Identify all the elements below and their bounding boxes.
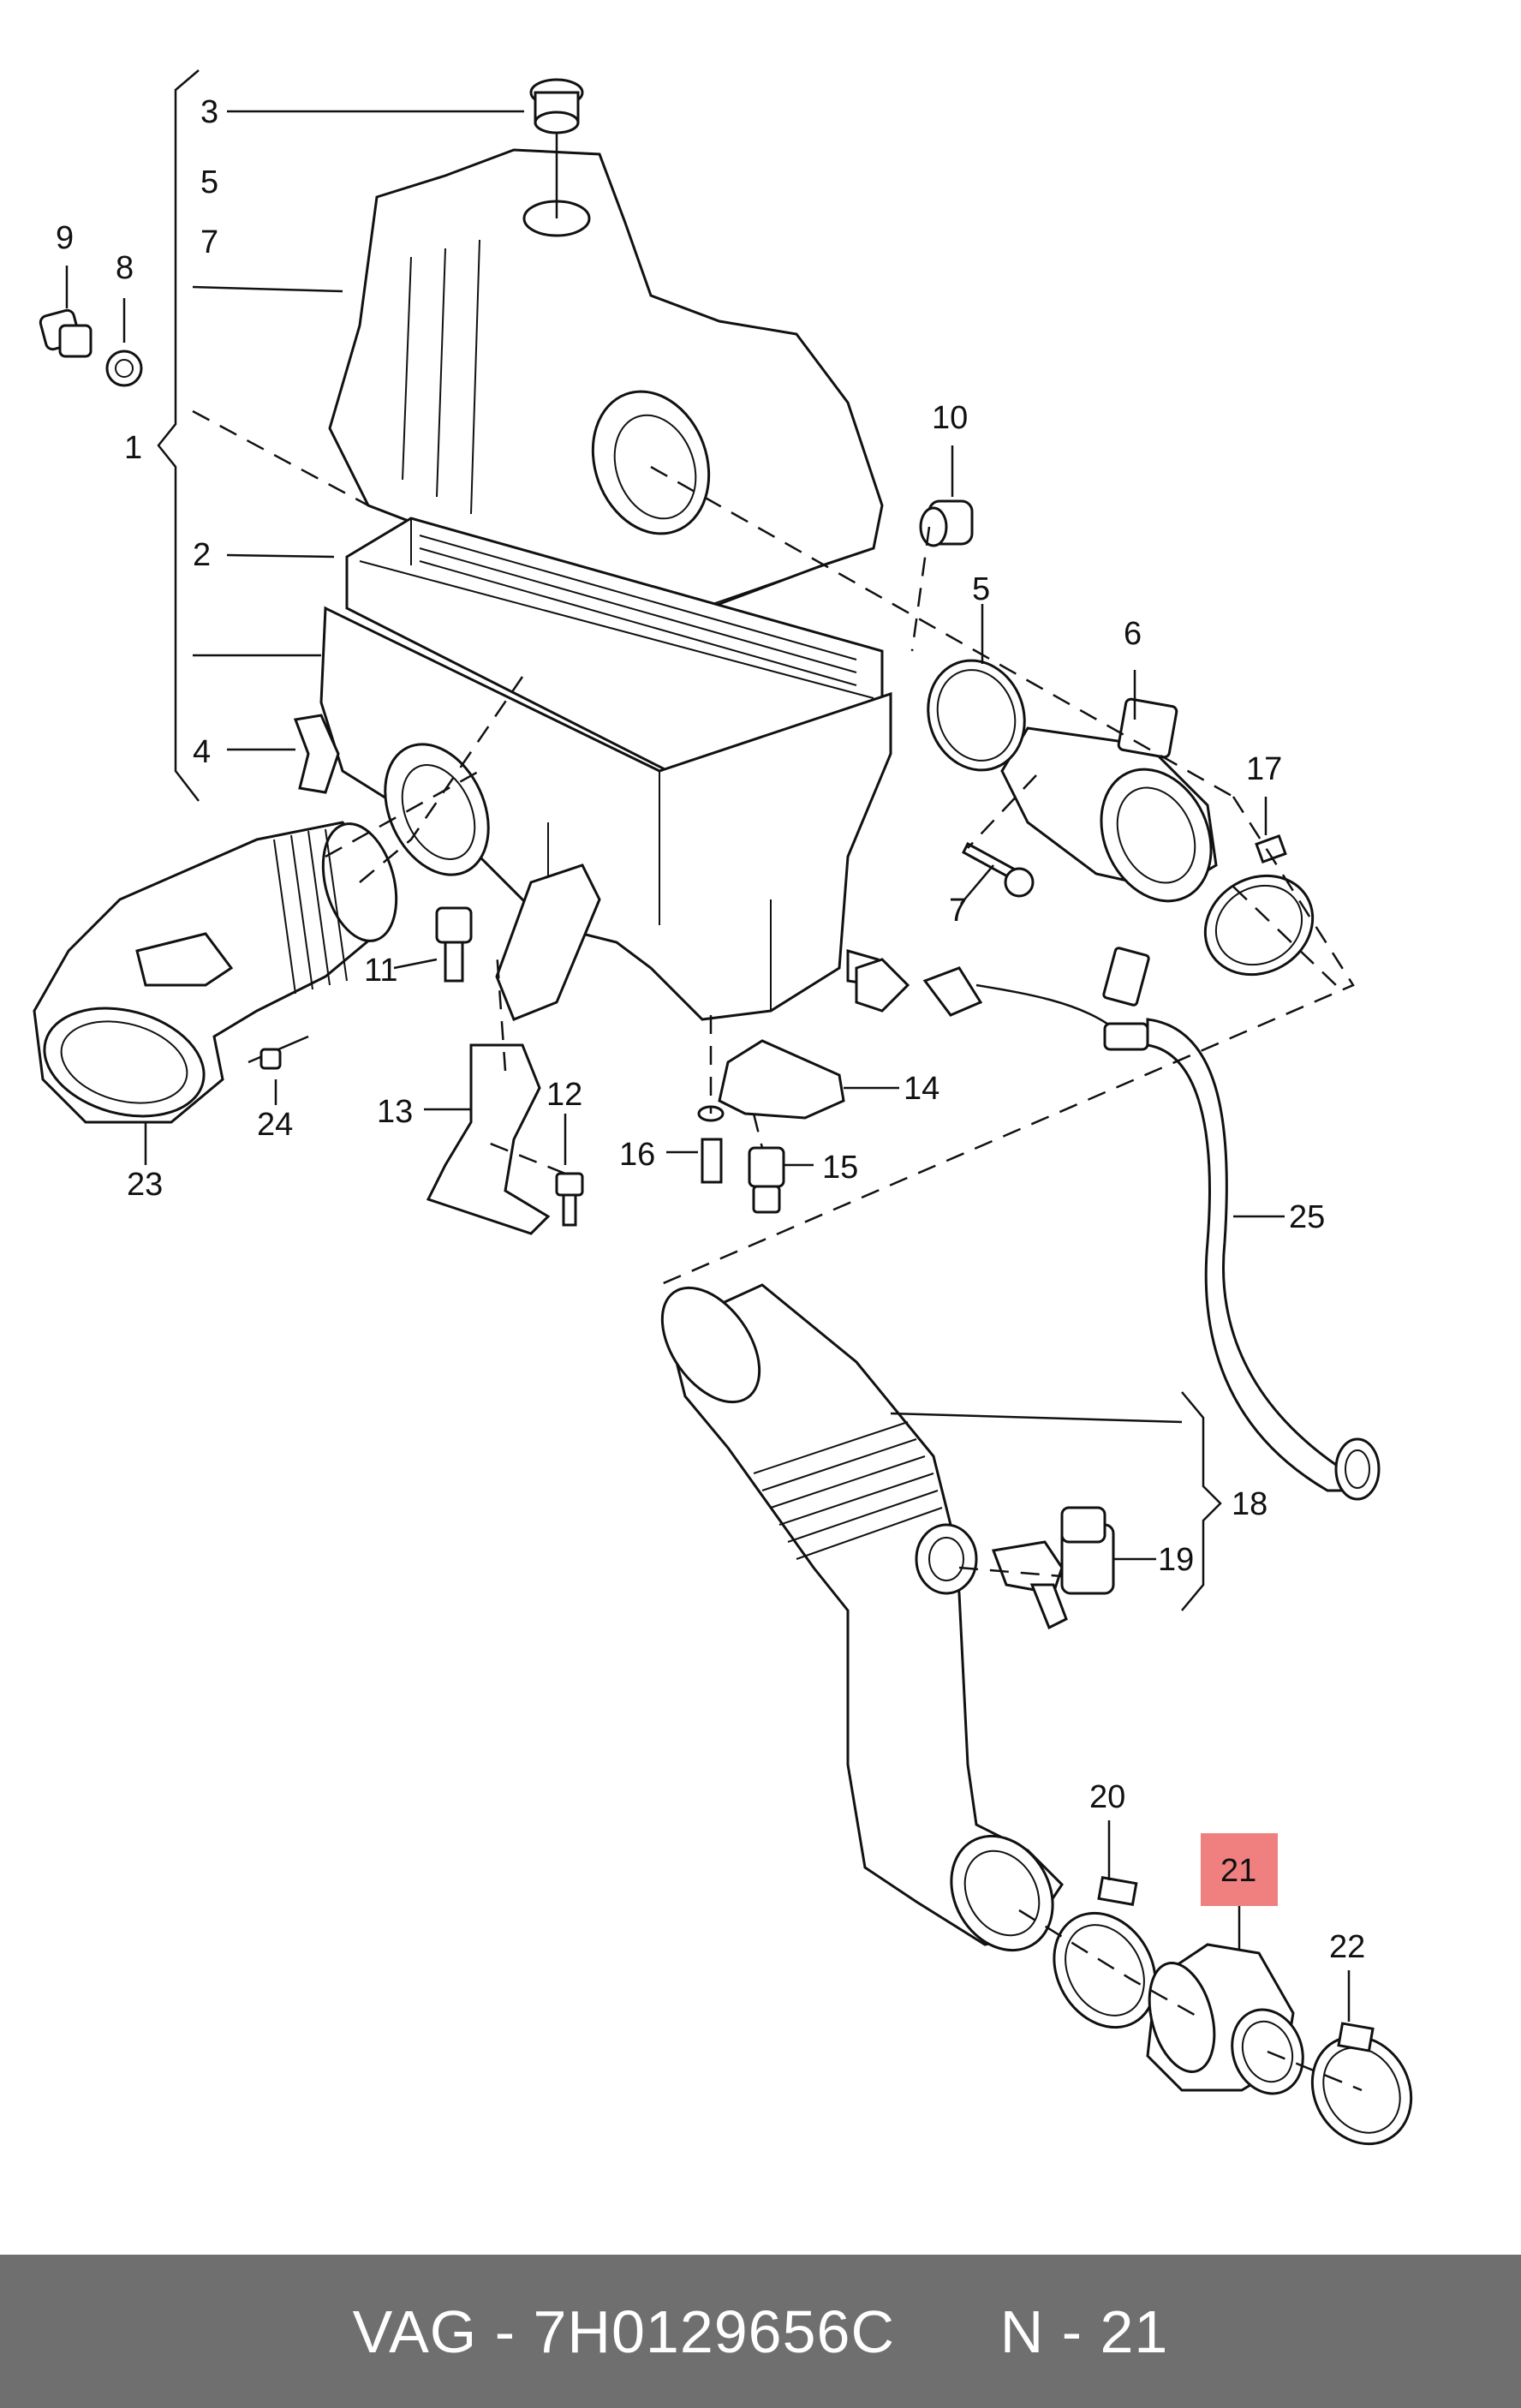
group-bracket-18 [1181,1391,1222,1611]
intake-hose-18 [660,1283,1064,1952]
callout-25: 25 [1289,1199,1325,1235]
callout-5: 5 [972,571,990,607]
callout-15: 15 [822,1150,858,1186]
callout-22: 22 [1329,1929,1365,1965]
fastener-24 [248,1035,309,1070]
leader-lines [65,110,1351,2022]
callout-17: 17 [1246,751,1282,787]
air-filter-housing-lower [319,606,892,1021]
callout-16: 16 [619,1137,655,1173]
callout-18: 18 [1232,1486,1268,1522]
grommet-9 [39,308,92,358]
sensor-15 [748,1146,785,1214]
screw-7 [962,841,1035,898]
callout-19: 19 [1158,1542,1194,1578]
bolt-12 [555,1172,584,1227]
grommet-part-3 [529,78,584,218]
callout-5-left: 5 [200,164,218,200]
hose-25 [1146,1018,1363,1492]
bracket-4 [293,714,340,794]
mass-air-flow-sensor [1000,697,1218,903]
position-number: 21 [1100,2297,1169,2365]
hose-25-end [1334,1437,1381,1501]
callout-7-left: 7 [200,224,218,260]
group-bracket-1 [157,69,200,802]
valve-19 [991,1506,1115,1630]
callout-23: 23 [127,1167,163,1203]
coupling-21 [1146,1943,1304,2095]
callout-2: 2 [193,537,211,573]
callout-21: 21 [1220,1853,1256,1889]
callout-10: 10 [932,400,968,436]
dashed-guide-lines [192,409,1363,2092]
hose-clamp-17 [1203,834,1315,977]
footer-bar: VAG - 7H0129656C N - 21 [0,2255,1521,2408]
callout-20: 20 [1089,1779,1125,1815]
gap [895,2297,1000,2366]
breather-hose [855,947,1150,1051]
bolt-16 [697,1105,725,1184]
hose-clamp-20 [1053,1875,1157,2029]
o-ring [927,659,1026,772]
bracket-13 [426,1043,551,1235]
callout-labels: 3 5 7 1 2 4 9 8 10 5 6 17 7 11 12 13 14 … [56,94,1365,1965]
bolt-11 [435,906,473,983]
parts-diagram: 3 5 7 1 2 4 9 8 10 5 6 17 7 11 12 13 14 … [33,69,1413,2146]
brand-label: VAG [352,2297,478,2365]
callout-13: 13 [377,1094,413,1130]
separator: - [477,2297,534,2365]
clip-8 [105,350,143,387]
part-number-caption: VAG - 7H0129656C N - 21 [0,2255,1521,2408]
callout-4: 4 [193,734,211,770]
callout-9: 9 [56,220,74,256]
callout-6: 6 [1124,616,1142,652]
callout-14: 14 [904,1071,939,1107]
callout-12: 12 [546,1077,582,1113]
intake-duct [33,821,398,1124]
callout-7: 7 [949,893,967,929]
highlight-box-21 [1201,1833,1278,1906]
position-prefix: N - [999,2297,1100,2365]
bracket-14 [718,1039,845,1120]
air-filter-cover [328,148,884,627]
callout-1: 1 [124,430,142,466]
part-number: 7H0129656C [533,2297,896,2365]
callout-11: 11 [364,953,397,989]
callout-8: 8 [116,250,134,286]
callout-24: 24 [257,1107,293,1143]
callout-3: 3 [200,94,218,130]
